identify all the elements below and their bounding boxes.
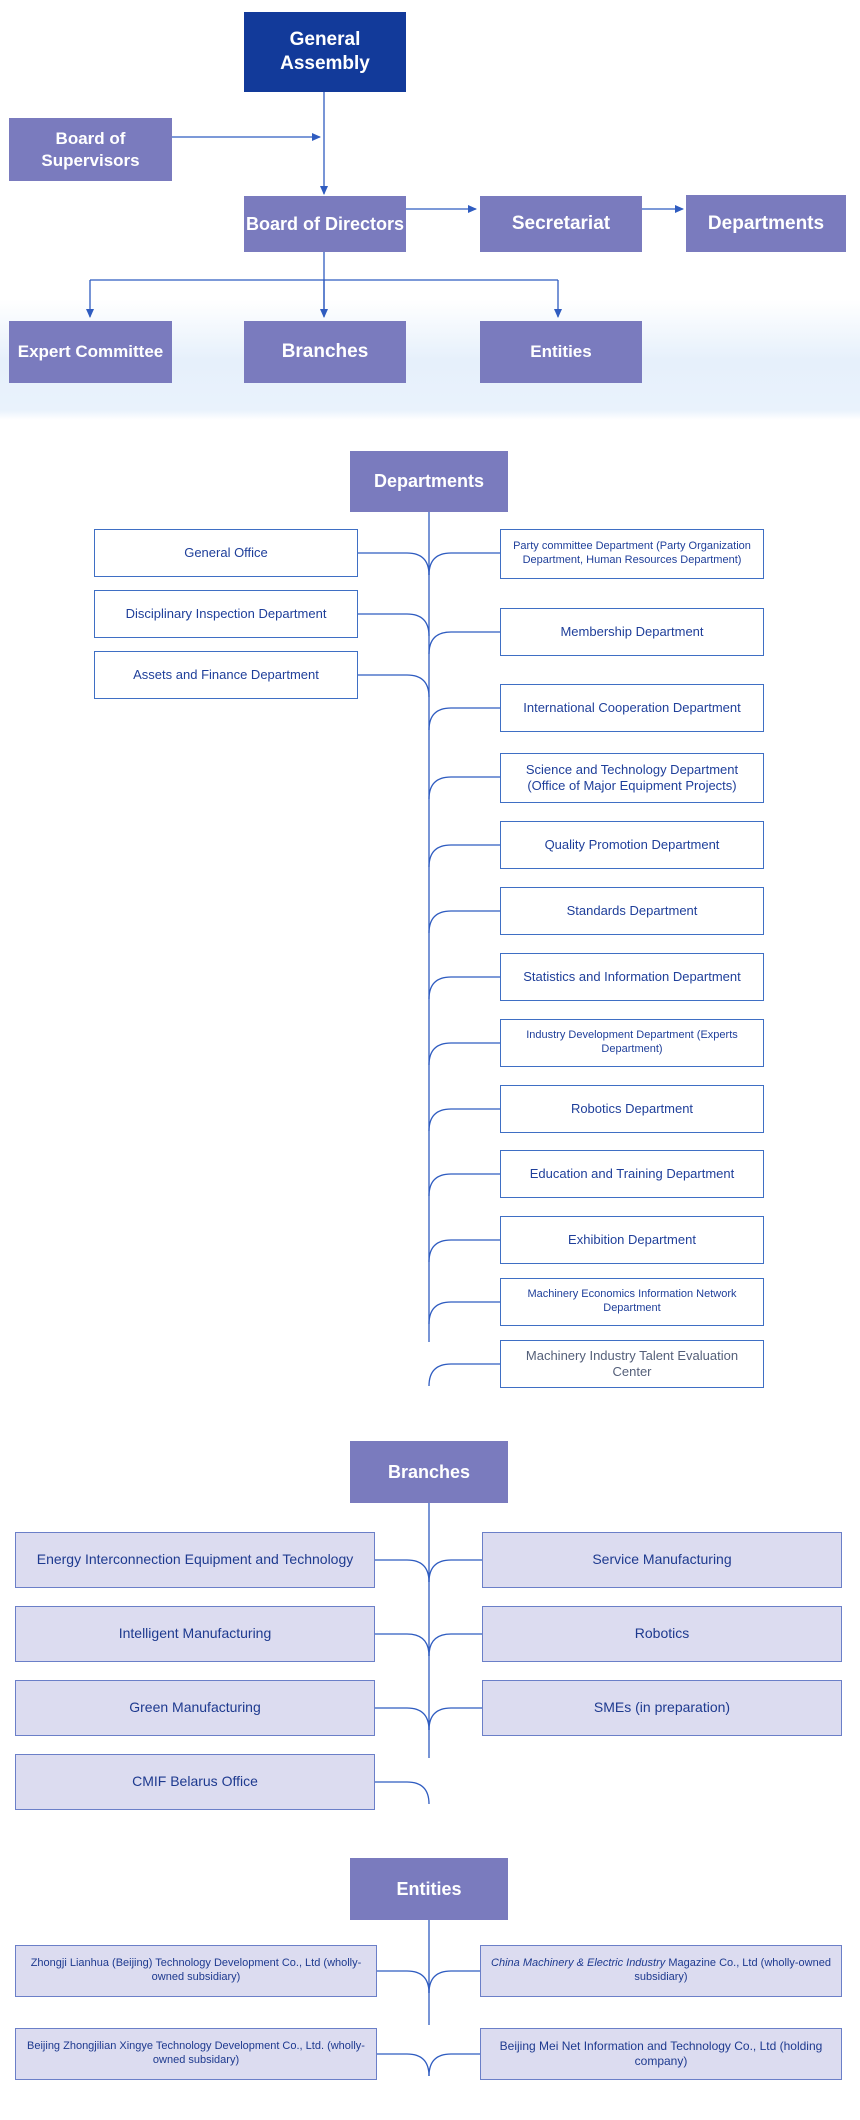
expert-committee-box: Expert Committee — [9, 321, 172, 383]
magazine-name: China Machinery & Electric Industry — [491, 1957, 666, 1970]
dept-right-connector-10 — [428, 1239, 500, 1263]
dept-left-box-2: Assets and Finance Department — [94, 651, 358, 699]
entity-right-connector-1 — [428, 2053, 480, 2077]
entity-left-connector-0 — [377, 1970, 430, 1994]
entity-left-box-0: Zhongji Lianhua (Beijing) Technology Dev… — [15, 1945, 377, 1997]
branch-left-box-3: CMIF Belarus Office — [15, 1754, 375, 1810]
branch-right-connector-0 — [428, 1559, 482, 1583]
dept-right-box-10: Exhibition Department — [500, 1216, 764, 1264]
entities-title-box: Entities — [350, 1858, 508, 1920]
branch-right-box-2: SMEs (in preparation) — [482, 1680, 842, 1736]
branch-left-connector-2 — [375, 1707, 430, 1731]
dept-right-connector-2 — [428, 707, 500, 731]
branches-top-box: Branches — [244, 321, 406, 383]
dept-right-connector-6 — [428, 976, 500, 1000]
dept-right-connector-9 — [428, 1173, 500, 1197]
entity-right-connector-0 — [428, 1970, 480, 1994]
dept-right-connector-7 — [428, 1042, 500, 1066]
dept-left-box-0: General Office — [94, 529, 358, 577]
entity-left-box-1: Beijing Zhongjilian Xingye Technology De… — [15, 2028, 377, 2080]
dept-right-box-5: Standards Department — [500, 887, 764, 935]
branch-left-box-0: Energy Interconnection Equipment and Tec… — [15, 1532, 375, 1588]
entity-right-box-1: Beijing Mei Net Information and Technolo… — [480, 2028, 842, 2080]
branch-left-connector-1 — [375, 1633, 430, 1657]
dept-right-connector-8 — [428, 1108, 500, 1132]
dept-right-box-7: Industry Development Department (Experts… — [500, 1019, 764, 1067]
branch-left-connector-3 — [375, 1781, 430, 1805]
dept-right-box-0: Party committee Department (Party Organi… — [500, 529, 764, 579]
branches-title-box: Branches — [350, 1441, 508, 1503]
dept-left-box-1: Disciplinary Inspection Department — [94, 590, 358, 638]
dept-right-box-3: Science and Technology Department (Offic… — [500, 753, 764, 803]
dept-right-box-2: International Cooperation Department — [500, 684, 764, 732]
dept-right-connector-11 — [428, 1301, 500, 1325]
dept-right-box-1: Membership Department — [500, 608, 764, 656]
branch-right-box-0: Service Manufacturing — [482, 1532, 842, 1588]
board-of-supervisors-box: Board of Supervisors — [9, 118, 172, 181]
departments-title-box: Departments — [350, 451, 508, 512]
secretariat-box: Secretariat — [480, 196, 642, 252]
branch-right-connector-2 — [428, 1707, 482, 1731]
general-assembly-box: General Assembly — [244, 12, 406, 92]
dept-right-connector-1 — [428, 631, 500, 655]
dept-right-connector-12 — [428, 1363, 500, 1387]
board-of-directors-box: Board of Directors — [244, 196, 406, 252]
magazine-company-suffix: Magazine Co., Ltd (wholly-owned subsidia… — [634, 1957, 831, 1983]
entities-top-box: Entities — [480, 321, 642, 383]
dept-left-connector-1 — [358, 613, 430, 637]
entity-left-connector-1 — [377, 2053, 430, 2077]
branch-right-connector-1 — [428, 1633, 482, 1657]
dept-right-box-11: Machinery Economics Information Network … — [500, 1278, 764, 1326]
dept-right-connector-0 — [428, 552, 500, 576]
dept-right-connector-5 — [428, 910, 500, 934]
branch-left-connector-0 — [375, 1559, 430, 1583]
dept-right-box-12: Machinery Industry Talent Evaluation Cen… — [500, 1340, 764, 1388]
dept-left-connector-2 — [358, 674, 430, 698]
branch-left-box-2: Green Manufacturing — [15, 1680, 375, 1736]
dept-right-connector-3 — [428, 776, 500, 800]
departments-top-box: Departments — [686, 195, 846, 252]
dept-right-box-4: Quality Promotion Department — [500, 821, 764, 869]
dept-left-connector-0 — [358, 552, 430, 576]
dept-right-box-9: Education and Training Department — [500, 1150, 764, 1198]
branch-left-box-1: Intelligent Manufacturing — [15, 1606, 375, 1662]
dept-right-box-6: Statistics and Information Department — [500, 953, 764, 1001]
branch-right-box-1: Robotics — [482, 1606, 842, 1662]
dept-right-connector-4 — [428, 844, 500, 868]
dept-right-box-8: Robotics Department — [500, 1085, 764, 1133]
entity-right-box-0: China Machinery & Electric Industry Maga… — [480, 1945, 842, 1997]
